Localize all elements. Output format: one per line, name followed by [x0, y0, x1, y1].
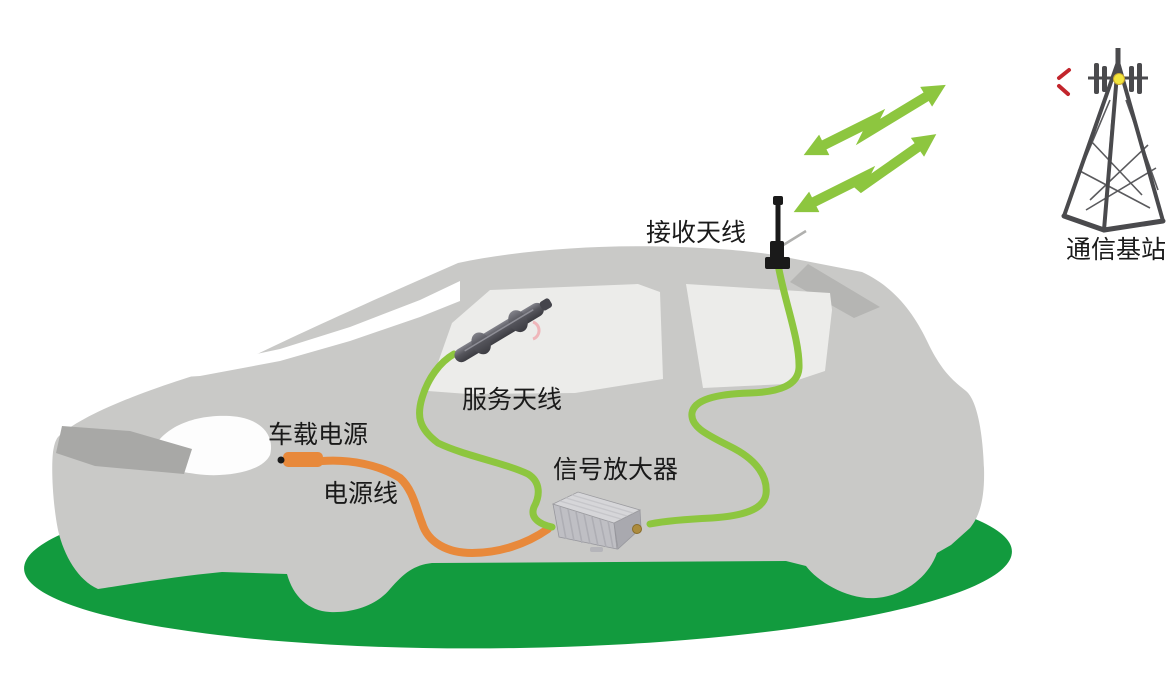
service-antenna-cable [416, 350, 556, 531]
label-power-cable: 电源线 [323, 479, 398, 508]
service-antenna-tip [539, 298, 553, 311]
receiving-antenna-cap [773, 196, 783, 205]
signal-arrows [793, 84, 946, 213]
labels: 接收天线 通信基站 服务天线 信号放大器 车载电源 电源线 [268, 218, 1166, 508]
tower-base [1061, 213, 1166, 233]
tower-legs [1062, 60, 1165, 232]
service-antenna-signal-arc [532, 320, 541, 341]
antenna-connector [632, 524, 642, 534]
tower-antenna-panels [1088, 63, 1148, 94]
power-plug [283, 452, 323, 467]
receiving-antenna-cable [646, 260, 803, 528]
power-plug-tip [277, 456, 285, 464]
signal-amplifier [551, 491, 642, 552]
amplifier-ribs [559, 506, 614, 549]
receiving-antenna-mid [770, 241, 784, 259]
amplifier-foot [590, 547, 603, 552]
power-cable [318, 456, 552, 558]
amplifier-top-ribs [559, 494, 634, 520]
receiving-antenna-rod [775, 204, 781, 246]
car [52, 229, 985, 613]
power-cable-group [277, 452, 552, 558]
receiving-antenna-base [765, 257, 790, 269]
signal-arrow-upper [803, 84, 946, 156]
headlight-area [56, 426, 192, 474]
base-station-tower [1057, 48, 1166, 233]
service-antenna-highlight [464, 309, 534, 352]
service-antenna [454, 298, 553, 363]
front-door-window [428, 284, 663, 394]
label-vehicle-power: 车载电源 [268, 420, 368, 449]
signal-arrow-lower [793, 134, 937, 213]
d-pillar-shade [790, 264, 880, 318]
label-receiving-antenna: 接收天线 [646, 218, 746, 247]
receiving-antenna [765, 196, 790, 269]
rear-door-window [686, 284, 832, 388]
label-amplifier: 信号放大器 [553, 455, 678, 484]
label-service-antenna: 服务天线 [462, 385, 562, 414]
tower-signal-waves [1057, 68, 1071, 96]
label-base-station: 通信基站 [1066, 235, 1166, 264]
tower-mast [1115, 48, 1121, 68]
tower-beacon-light [1113, 73, 1125, 85]
